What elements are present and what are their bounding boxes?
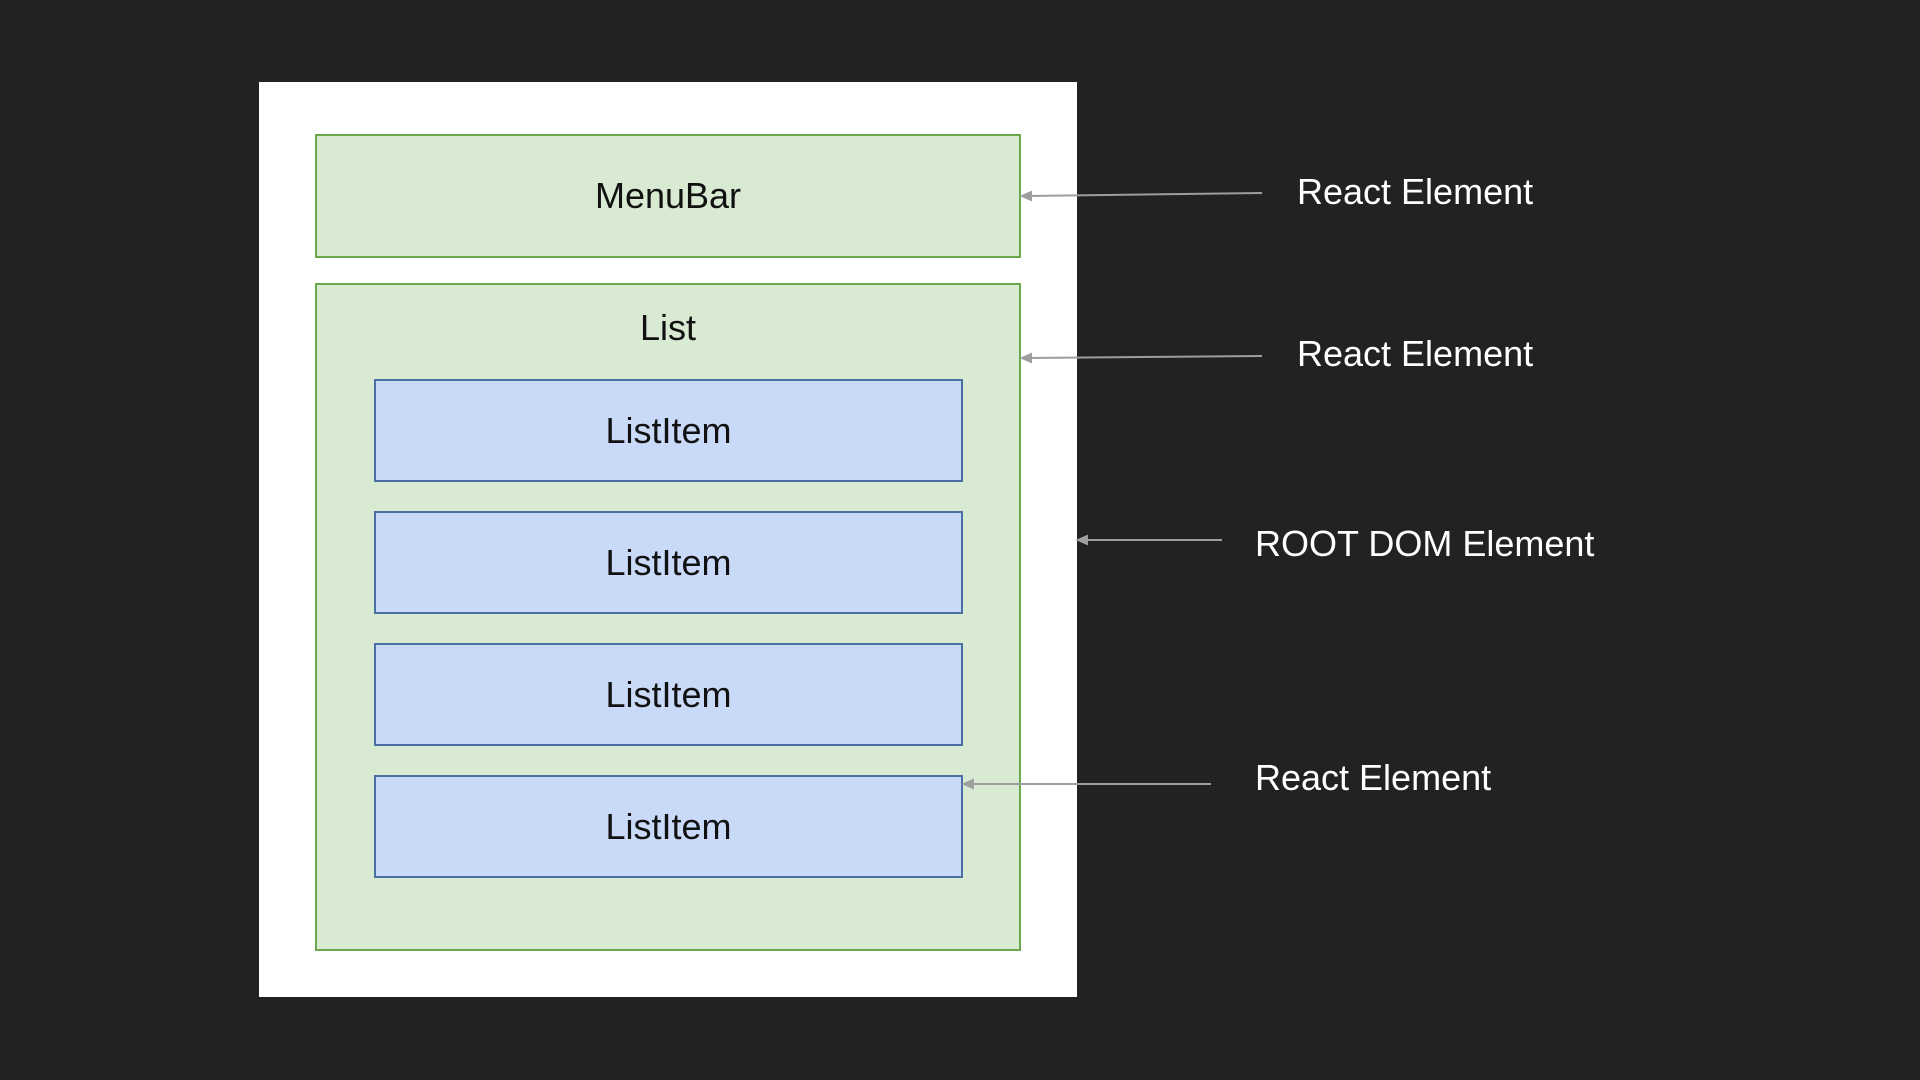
list-label: List	[639, 307, 697, 348]
list-item-label: ListItem	[605, 541, 732, 583]
list-item-label: ListItem	[605, 805, 732, 847]
root-arrowhead	[1075, 534, 1088, 546]
list-item-box: ListItem	[374, 511, 963, 614]
menubar-arrow	[1027, 192, 1263, 197]
list-annotation: React Element	[1297, 333, 1534, 374]
list-arrow	[1027, 355, 1263, 359]
list-item-box: ListItem	[374, 379, 963, 482]
list-item-box: ListItem	[374, 643, 963, 746]
list-item-arrowhead	[961, 778, 974, 790]
list-item-box: ListItem	[374, 775, 963, 878]
menubar-annotation: React Element	[1297, 171, 1534, 212]
menubar-box: MenuBar	[315, 134, 1021, 258]
list-item-annotation: React Element	[1255, 757, 1492, 798]
root-annotation: ROOT DOM Element	[1255, 523, 1595, 564]
list-item-label: ListItem	[605, 673, 732, 715]
list-item-label: ListItem	[605, 409, 732, 451]
menubar-arrowhead	[1019, 190, 1032, 202]
list-arrowhead	[1019, 352, 1032, 364]
menubar-label: MenuBar	[594, 175, 742, 216]
